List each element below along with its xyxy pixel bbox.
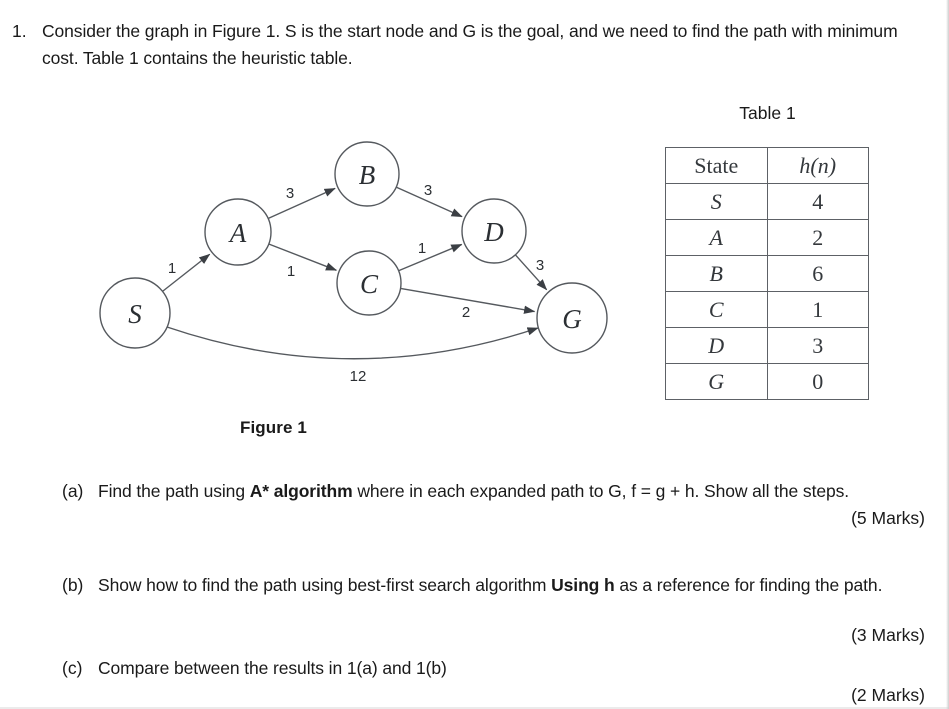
table-cell-state: S [665, 183, 768, 220]
graph-edge-s-a [162, 253, 211, 292]
part-b-text-before: Show how to find the path using best-fir… [98, 575, 552, 595]
graph-node-g: G [536, 282, 608, 354]
node-circle-s [99, 277, 171, 349]
table-cell-state: B [665, 255, 768, 292]
graph-node-b: B [334, 141, 400, 207]
node-label-g: G [562, 304, 582, 334]
table-cell-h-value: 4 [766, 183, 869, 220]
table-cell-state: G [665, 363, 768, 400]
node-circle-b [334, 141, 400, 207]
table-cell-h-value: 2 [766, 219, 869, 256]
part-b-label: (b) [62, 575, 84, 595]
table-cell-h-value: 3 [766, 327, 869, 364]
part-c: (c) Compare between the results in 1(a) … [62, 655, 918, 682]
table-cell-state: D [665, 327, 768, 364]
part-c-marks: (2 Marks) [851, 685, 925, 705]
part-c-text: Compare between the results in 1(a) and … [98, 658, 447, 678]
part-a: (a) Find the path using A* algorithm whe… [62, 478, 918, 505]
table-cell-state: C [665, 291, 768, 328]
edge-weight-b-d: 3 [424, 182, 432, 199]
edge-weight-c-d: 1 [418, 240, 426, 257]
edge-weight-c-g: 2 [462, 304, 470, 321]
node-circle-c [336, 250, 402, 316]
edge-weight-a-b: 3 [286, 185, 294, 202]
node-circle-a [204, 198, 272, 266]
graph-edge-d-g [514, 254, 548, 291]
part-c-label: (c) [62, 658, 83, 678]
part-a-text: Find the path using A* algorithm where i… [98, 478, 918, 505]
part-b-text-after: as a reference for finding the path. [614, 575, 883, 595]
graph-edge-c-g [400, 287, 536, 314]
part-b-emphasis: Using h [551, 575, 615, 595]
edge-weight-s-a: 1 [168, 260, 176, 277]
scan-edge-bottom [0, 707, 949, 709]
graph-weight-layer: 1 3 1 3 1 3 2 12 [168, 182, 544, 385]
node-label-d: D [483, 217, 504, 247]
graph-edge-a-c [268, 243, 338, 271]
figure-caption: Figure 1 [240, 418, 307, 437]
part-a-text-after: where in each expanded path to G, f = g … [352, 481, 850, 501]
question-number: 1. [12, 21, 27, 41]
node-circle-g [536, 282, 608, 354]
part-a-text-before: Find the path using [98, 481, 250, 501]
graph-svg: S A B C D G 1 3 1 3 1 3 2 12 [99, 141, 608, 385]
node-label-b: B [359, 160, 376, 190]
part-b-text: Show how to find the path using best-fir… [98, 572, 918, 599]
part-a-emphasis: A* algorithm [249, 481, 353, 501]
table-cell-h-value: 1 [766, 291, 869, 328]
part-b: (b) Show how to find the path using best… [62, 572, 918, 599]
part-a-label: (a) [62, 481, 84, 501]
question-stem: 1. Consider the graph in Figure 1. S is … [12, 18, 932, 72]
graph-edge-c-d [398, 243, 463, 272]
table-header-hn: h(n) [766, 147, 869, 184]
node-label-a: A [228, 218, 247, 248]
table-cell-h-value: 6 [766, 255, 869, 292]
table-caption: Table 1 [739, 103, 796, 123]
node-label-c: C [360, 269, 379, 299]
graph-edge-layer [162, 186, 548, 360]
part-a-marks: (5 Marks) [851, 508, 925, 528]
graph-node-s: S [99, 277, 171, 349]
question-stem-text: Consider the graph in Figure 1. S is the… [42, 21, 898, 68]
graph-edge-a-b [267, 187, 336, 220]
graph-edge-b-d [395, 186, 463, 218]
node-label-s: S [128, 299, 142, 329]
edge-weight-a-c: 1 [287, 263, 295, 280]
table-cell-state: A [665, 219, 768, 256]
table-cell-h-value: 0 [766, 363, 869, 400]
graph-node-c: C [336, 250, 402, 316]
graph-node-layer: S A B C D G [99, 141, 608, 354]
edge-weight-s-g: 12 [350, 368, 367, 385]
graph-node-d: D [461, 198, 527, 264]
graph-edge-s-g [166, 326, 539, 360]
figure-1-graph: S A B C D G 1 3 1 3 1 3 2 12 [60, 120, 640, 410]
node-circle-d [461, 198, 527, 264]
table-header-row: State h(n) [665, 147, 869, 184]
graph-node-a: A [204, 198, 272, 266]
edge-weight-d-g: 3 [536, 257, 544, 274]
part-b-marks: (3 Marks) [851, 625, 925, 645]
table-header-state: State [665, 147, 768, 184]
scan-edge-right [946, 0, 949, 709]
